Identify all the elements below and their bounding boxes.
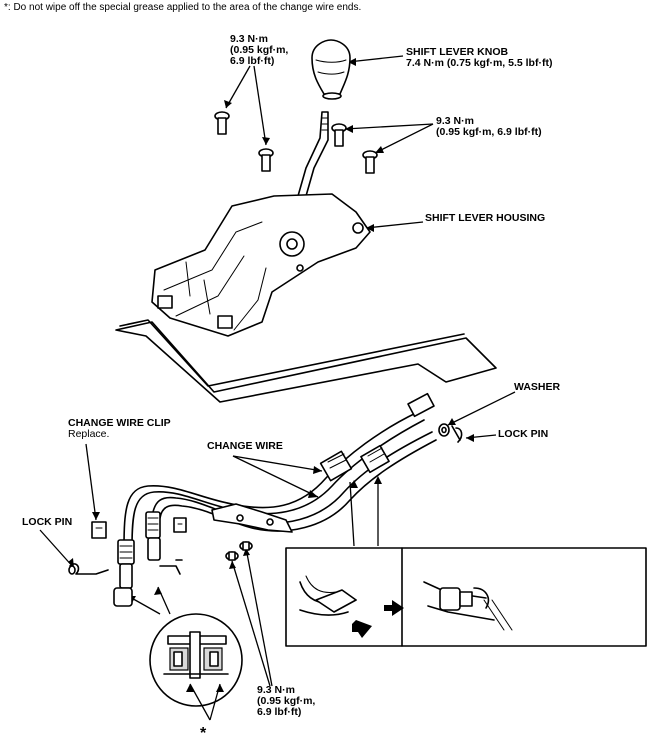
torque-label-top-left: 9.3 N·m (0.95 kgf·m, 6.9 lbf·ft) [230, 33, 289, 67]
change-wire-label: CHANGE WIRE [207, 440, 283, 452]
washer-label: WASHER [514, 381, 561, 393]
lock-pin-right-label: LOCK PIN [498, 428, 549, 440]
shift-lever-knob [311, 39, 351, 100]
torque-label-bottom: 9.3 N·m (0.95 kgf·m, 6.9 lbf·ft) [257, 684, 316, 718]
bolt-top-left-2 [258, 148, 274, 172]
washer-lock-pin-right [438, 423, 463, 443]
gasket-outline [115, 319, 497, 403]
grease-marker: * [200, 725, 207, 742]
torque-label-top-right: 9.3 N·m (0.95 kgf·m, 6.9 lbf·ft) [436, 115, 542, 138]
shift-lever-housing-label: SHIFT LEVER HOUSING [425, 212, 546, 224]
shift-lever-housing [151, 193, 371, 337]
lock-pin-left-label: LOCK PIN [22, 516, 73, 528]
shift-lever-knob-label: SHIFT LEVER KNOB 7.4 N·m (0.75 kgf·m, 5.… [406, 46, 553, 69]
bolt-top-left-1 [214, 111, 230, 135]
cable-end-right [319, 392, 435, 482]
cable-bracket [211, 503, 293, 533]
lock-pin-left [68, 563, 109, 575]
shift-lever [297, 111, 329, 197]
leader-lines [39, 55, 516, 721]
bolts-top [214, 111, 378, 174]
change-wire-clip-label: CHANGE WIRE CLIP Replace. [68, 417, 171, 440]
installation-inset [285, 547, 647, 647]
change-wire-clips [91, 517, 187, 539]
arrow-heads [68, 58, 474, 692]
cable-end-left [113, 511, 183, 607]
bolt-top-right-1 [331, 123, 347, 147]
bolt-top-right-2 [362, 150, 378, 174]
grease-note: *: Do not wipe off the special grease ap… [4, 2, 362, 13]
bolts-bottom [225, 541, 253, 561]
grease-detail-circle [149, 613, 243, 707]
